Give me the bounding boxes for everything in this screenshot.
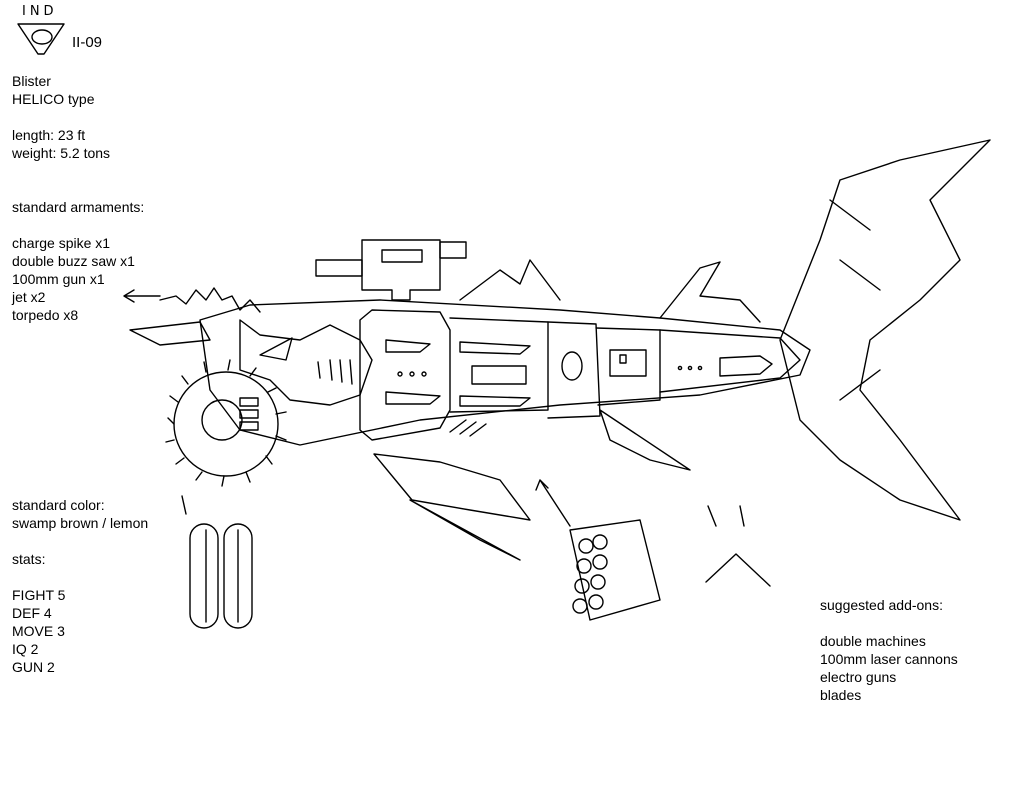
logo-label: IND xyxy=(22,4,58,19)
armament-item: double buzz saw x1 xyxy=(12,253,135,269)
armament-item: charge spike x1 xyxy=(12,235,111,251)
stat-item: MOVE 3 xyxy=(12,623,65,639)
addon-item: 100mm laser cannons xyxy=(820,651,958,667)
addon-item: blades xyxy=(820,687,862,703)
double-buzz-saw xyxy=(165,359,287,487)
blade-chevron xyxy=(705,553,771,587)
ind-logo-icon xyxy=(17,23,65,55)
unit-info: Blister HELICO type length: 23 ft weight… xyxy=(12,72,110,162)
stat-item: GUN 2 xyxy=(12,659,55,675)
unit-length: length: 23 ft xyxy=(12,127,86,143)
armament-item: 100mm gun x1 xyxy=(12,271,105,287)
color-value: swamp brown / lemon xyxy=(12,515,149,531)
saw-blade-detail xyxy=(189,523,253,629)
stats-heading: stats: xyxy=(12,551,46,567)
armament-item: torpedo x8 xyxy=(12,307,79,323)
color-heading: standard color: xyxy=(12,497,105,513)
100mm-gun xyxy=(361,239,441,301)
hull-outline xyxy=(199,299,811,446)
stat-item: FIGHT 5 xyxy=(12,587,66,603)
unit-weight: weight: 5.2 tons xyxy=(12,145,111,161)
stat-item: DEF 4 xyxy=(12,605,52,621)
addons-heading: suggested add-ons: xyxy=(820,597,943,613)
armament-item: jet x2 xyxy=(12,289,46,305)
stat-item: IQ 2 xyxy=(12,641,39,657)
torpedo-bundle xyxy=(569,519,661,621)
addons-list: suggested add-ons: double machines 100mm… xyxy=(820,596,958,704)
direction-arrow-icon xyxy=(123,289,161,303)
armaments-heading: standard armaments: xyxy=(12,199,145,215)
tail-fin xyxy=(779,139,991,521)
unit-name: Blister xyxy=(12,73,51,89)
unit-type: HELICO type xyxy=(12,91,95,107)
addon-item: double machines xyxy=(820,633,926,649)
unit-code: II-09 xyxy=(72,34,103,51)
addon-item: electro guns xyxy=(820,669,897,685)
armaments-list: standard armaments: charge spike x1 doub… xyxy=(12,198,144,324)
color-info: standard color: swamp brown / lemon stat… xyxy=(12,496,148,676)
charge-spike xyxy=(129,321,211,346)
